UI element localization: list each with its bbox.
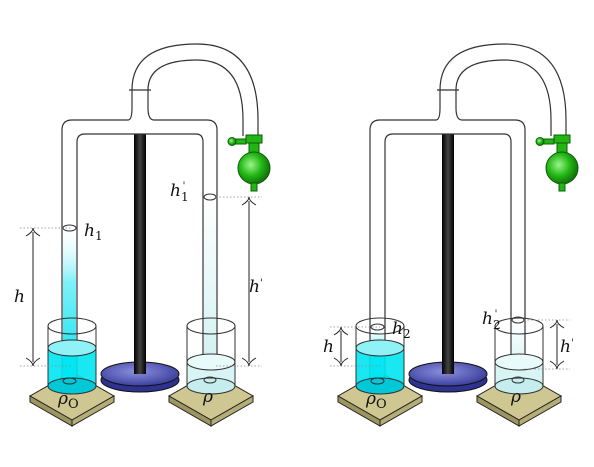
label-h-prime-right: h' <box>560 337 574 357</box>
dimension-left <box>330 326 380 367</box>
stand <box>408 134 488 393</box>
beaker-right <box>494 317 544 395</box>
label-h-left: h <box>14 287 25 307</box>
label-h-right: h <box>323 337 334 357</box>
panel-left: h1 h1' h h' ρO ρ <box>14 43 271 427</box>
label-rho-left: ρ <box>202 387 213 407</box>
stand-rod <box>134 134 146 374</box>
stand-rod <box>442 134 454 374</box>
right-liquid-column <box>204 197 216 384</box>
label-h2: h2 <box>392 319 411 341</box>
dimension-right <box>524 319 570 370</box>
pump-bulb <box>535 134 579 192</box>
stand <box>100 134 180 393</box>
tube-assembly <box>61 43 259 384</box>
beaker-left <box>47 317 97 395</box>
pump-bulb <box>227 134 271 192</box>
label-h2-prime: h2' <box>482 309 501 332</box>
label-h-prime-left: h' <box>249 277 263 297</box>
label-rho-right: ρ <box>510 387 521 407</box>
right-meniscus <box>203 193 217 201</box>
beaker-left <box>355 317 405 395</box>
label-rho-o-left: ρO <box>57 389 79 412</box>
label-h1-prime: h1' <box>170 181 189 204</box>
beaker-right <box>186 317 236 395</box>
label-rho-o-right: ρO <box>365 389 387 412</box>
label-h1: h1 <box>84 221 103 243</box>
left-meniscus <box>370 323 385 331</box>
panel-right: h2 h2' h h' ρO ρ <box>323 43 579 427</box>
dimension-right <box>216 196 262 367</box>
dimension-left <box>20 227 72 367</box>
tube-assembly <box>369 43 567 384</box>
